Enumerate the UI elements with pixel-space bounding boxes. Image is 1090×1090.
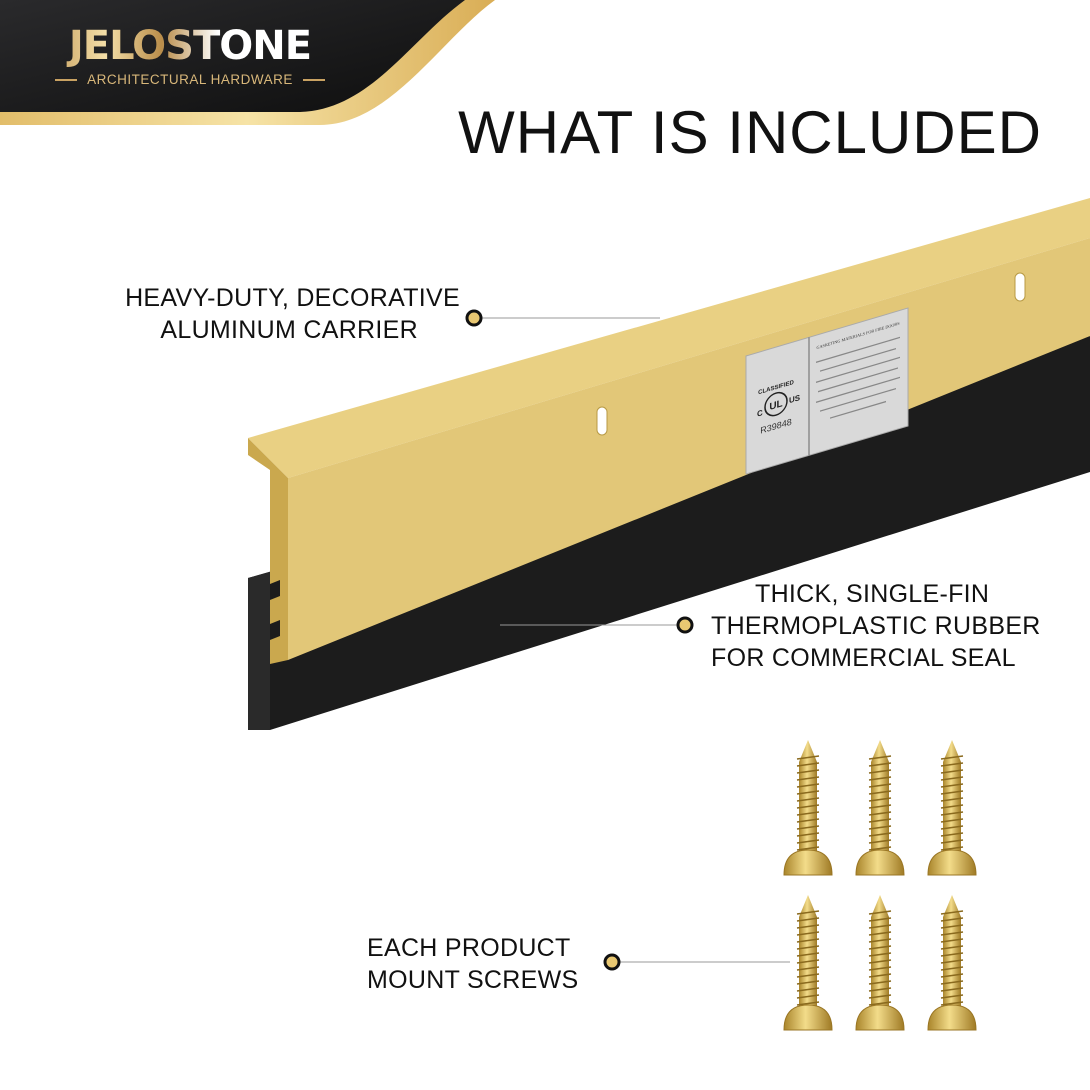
screw — [783, 895, 833, 1031]
screw — [783, 740, 833, 876]
brand-logo: JELOSTONE ARCHITECTURAL HARDWARE — [50, 22, 330, 87]
svg-text:US: US — [789, 393, 801, 405]
callout-rubber: THICK, SINGLE-FIN THERMOPLASTIC RUBBER F… — [711, 580, 1041, 672]
svg-text:C: C — [757, 408, 763, 419]
logo-tagline: ARCHITECTURAL HARDWARE — [87, 72, 293, 87]
page-title: WHAT IS INCLUDED — [458, 99, 1042, 166]
screw — [927, 895, 977, 1031]
logo-banner — [0, 0, 465, 112]
callout-carrier: HEAVY-DUTY, DECORATIVE ALUMINUM CARRIER — [125, 284, 460, 344]
mount-screws — [783, 740, 977, 1031]
screw — [927, 740, 977, 876]
logo-brand: JELOSTONE — [50, 22, 330, 70]
ul-label: UL C US CLASSIFIED R39848 GASKETING MATE… — [745, 307, 909, 475]
screw — [855, 740, 905, 876]
callout-markers — [465, 309, 790, 971]
callout-screws: EACH PRODUCT MOUNT SCREWS — [367, 934, 579, 994]
mount-slot — [596, 406, 608, 436]
screw — [855, 895, 905, 1031]
svg-text:UL: UL — [769, 398, 782, 413]
mount-slot — [1014, 272, 1026, 302]
